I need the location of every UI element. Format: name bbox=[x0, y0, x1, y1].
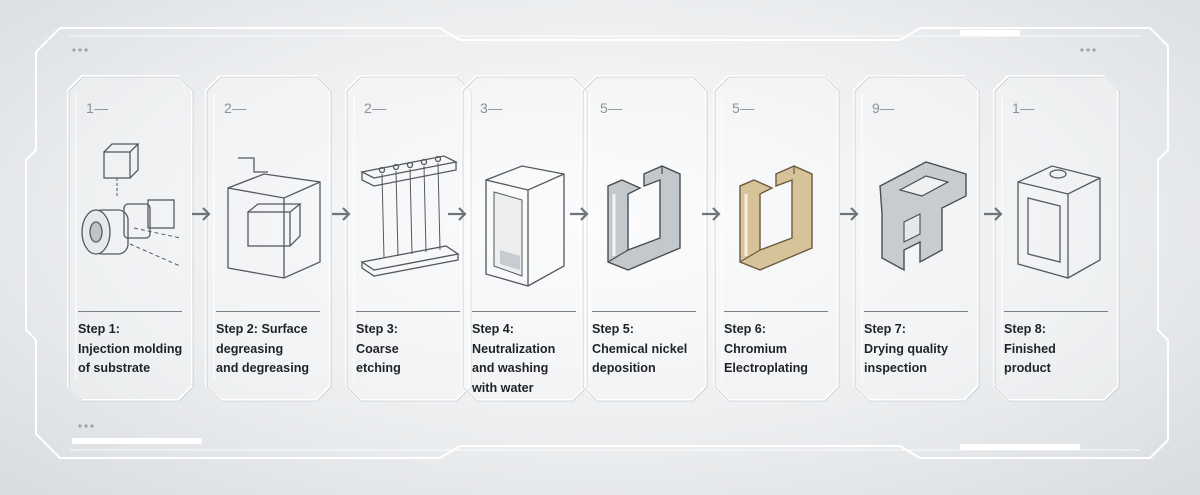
card-divider bbox=[864, 311, 968, 312]
step-card: 5— Step 5: Chemical nickel deposition bbox=[580, 74, 708, 402]
step-label: Step 4: Neutralization and washing with wat… bbox=[472, 320, 582, 398]
step-label-line: Coarse bbox=[356, 341, 399, 356]
step-label-line: Chromium bbox=[724, 341, 787, 356]
card-divider bbox=[724, 311, 828, 312]
card-divider bbox=[216, 311, 320, 312]
injection-molding-icon bbox=[81, 143, 181, 267]
card-divider bbox=[356, 311, 460, 312]
step-label-line: Finished bbox=[1004, 341, 1056, 356]
step-number: 2— bbox=[224, 100, 247, 116]
step-label-line: and degreasing bbox=[216, 361, 310, 375]
card-frame bbox=[461, 75, 588, 402]
step-label: Step 3: Coarse etching bbox=[356, 320, 466, 379]
dried-part-icon bbox=[879, 161, 967, 272]
step-number: 5— bbox=[600, 100, 623, 116]
step-number: 5— bbox=[732, 100, 755, 116]
step-label-line: Step 3: bbox=[356, 322, 398, 336]
arrow-right-icon bbox=[332, 207, 351, 221]
step-label-line: Injection molding bbox=[78, 341, 183, 356]
step-label-line: Step 4: bbox=[472, 322, 514, 336]
step-number: 1— bbox=[86, 100, 109, 116]
arrow-right-icon bbox=[702, 207, 721, 221]
step-number: 9— bbox=[872, 100, 895, 116]
step-label: Step 7: Drying quality inspection bbox=[864, 320, 974, 379]
step-label-line: with water bbox=[472, 380, 534, 395]
step-label-line: etching bbox=[356, 361, 401, 375]
card-divider bbox=[472, 311, 576, 312]
step-number: 2— bbox=[364, 100, 387, 116]
step-number: 1— bbox=[1012, 100, 1035, 116]
card-divider bbox=[1004, 311, 1108, 312]
step-label-line: inspection bbox=[864, 361, 927, 375]
step-label-line: Step 7: bbox=[864, 322, 906, 336]
step-label-line: and washing bbox=[472, 361, 549, 375]
step-number: 3— bbox=[480, 100, 503, 116]
chrome-part-icon bbox=[739, 165, 813, 271]
card-divider bbox=[78, 311, 182, 312]
step-card: 1— Step 8: Finished product bbox=[992, 74, 1120, 402]
step-label-line: Step 6: bbox=[724, 322, 766, 336]
step-label-line: Step 1: bbox=[78, 322, 120, 336]
step-card: 1— Step 1: Injection molding of substrate bbox=[66, 74, 194, 402]
arrow-right-icon bbox=[192, 207, 211, 221]
step-label-line: Electroplating bbox=[724, 361, 808, 375]
step-label: Step 8: Finished product bbox=[1004, 320, 1114, 379]
step-label-line: Step 2: Surface bbox=[216, 322, 308, 336]
step-label-line: Step 8: bbox=[1004, 322, 1046, 336]
wash-tank-icon bbox=[485, 165, 565, 287]
step-label: Step 2: Surface degreasing and degreasing bbox=[216, 320, 326, 379]
step-card: 9— Step 7: Drying quality inspection bbox=[852, 74, 980, 402]
card-frame bbox=[581, 75, 708, 402]
arrow-right-icon bbox=[840, 207, 859, 221]
step-label-line: Drying quality bbox=[864, 341, 948, 356]
step-label: Step 5: Chemical nickel deposition bbox=[592, 320, 702, 379]
step-label-line: Neutralization bbox=[472, 341, 556, 356]
step-label-line: Step 5: bbox=[592, 322, 634, 336]
arrow-right-icon bbox=[448, 207, 467, 221]
step-label-line: of substrate bbox=[78, 361, 151, 375]
degreasing-tank-icon bbox=[227, 157, 321, 279]
step-card: 2— Step 2: Surface degreasing and degreasi… bbox=[204, 74, 332, 402]
etching-rack-icon bbox=[360, 155, 460, 277]
arrow-right-icon bbox=[984, 207, 1003, 221]
arrow-right-icon bbox=[570, 207, 589, 221]
finished-product-icon bbox=[1017, 165, 1101, 279]
card-frame bbox=[713, 75, 840, 402]
step-label: Step 1: Injection molding of substrate bbox=[78, 320, 188, 379]
card-frame bbox=[205, 75, 332, 402]
step-label-line: Chemical nickel bbox=[592, 341, 688, 356]
nickel-part-icon bbox=[607, 165, 681, 271]
step-card: 3— Step 4: Neutralization and washing with … bbox=[460, 74, 588, 402]
card-divider bbox=[592, 311, 696, 312]
step-label-line: degreasing bbox=[216, 341, 284, 356]
step-label-line: deposition bbox=[592, 361, 656, 375]
step-label-line: product bbox=[1004, 361, 1051, 375]
step-card: 2— Step 3: Coarse etching bbox=[344, 74, 472, 402]
card-frame bbox=[993, 75, 1120, 402]
